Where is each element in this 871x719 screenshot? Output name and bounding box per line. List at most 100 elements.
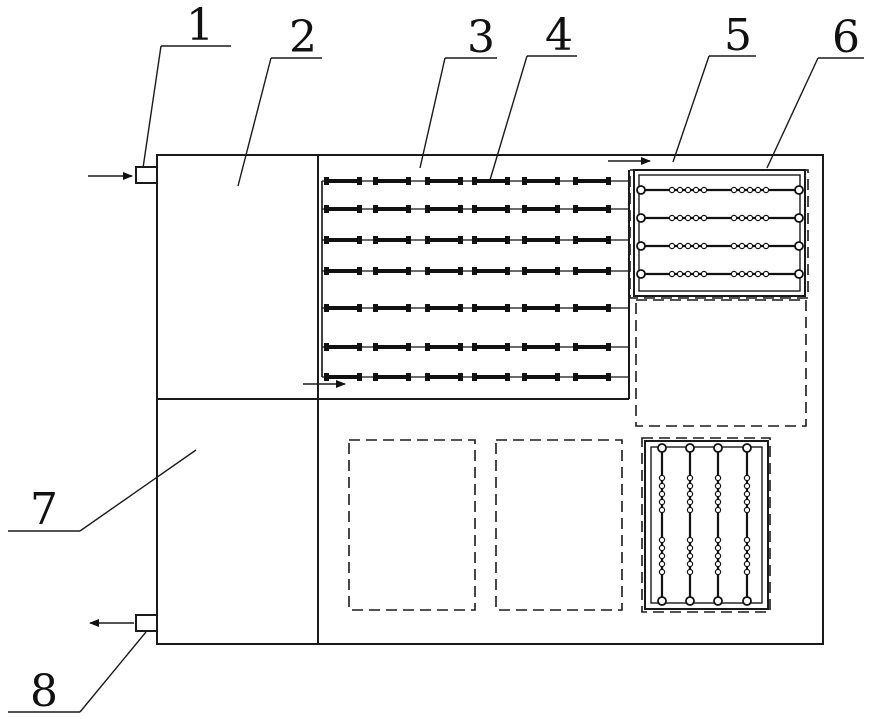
- membrane-bead: [754, 214, 762, 222]
- pipe-fitting: [324, 267, 329, 275]
- pipe-fitting: [522, 205, 527, 213]
- membrane-bead: [692, 186, 700, 194]
- pipe-fitting: [472, 267, 477, 275]
- pipe-fitting: [425, 343, 430, 351]
- empty-module-slot-3: [495, 439, 623, 611]
- membrane-bead: [743, 536, 751, 544]
- membrane-bead: [686, 560, 694, 568]
- membrane-bead: [658, 498, 666, 506]
- membrane-bead: [762, 214, 770, 222]
- pipe-fitting: [458, 373, 463, 381]
- membrane-bead: [658, 560, 666, 568]
- pipe-fitting: [505, 177, 510, 185]
- membrane-bead: [714, 498, 722, 506]
- pipe-fitting: [373, 373, 378, 381]
- pipe-fitting: [522, 343, 527, 351]
- pipe-fitting: [555, 343, 560, 351]
- membrane-bead: [738, 270, 746, 278]
- tube-end-cap: [794, 213, 804, 223]
- membrane-bead: [714, 552, 722, 560]
- pipe-fitting: [573, 236, 578, 244]
- membrane-bead: [754, 242, 762, 250]
- leader-7: [79, 449, 197, 532]
- pipe-fitting: [406, 177, 411, 185]
- pipe-fitting: [425, 177, 430, 185]
- empty-module-slot-2: [348, 439, 476, 611]
- membrane-bead: [686, 490, 694, 498]
- membrane-bead: [668, 242, 676, 250]
- pipe-fitting: [606, 304, 611, 312]
- horizontal-membrane-module: [636, 185, 804, 279]
- membrane-bead: [700, 214, 708, 222]
- pipe-fitting: [606, 343, 611, 351]
- membrane-bead: [684, 214, 692, 222]
- pipe-fitting: [458, 205, 463, 213]
- pipe-fitting: [458, 304, 463, 312]
- pipe-fitting: [324, 343, 329, 351]
- tube-end-cap: [636, 213, 646, 223]
- pipe-fitting: [555, 177, 560, 185]
- pipe-fitting: [357, 205, 362, 213]
- membrane-bead: [686, 536, 694, 544]
- pipe-fitting: [406, 373, 411, 381]
- membrane-bead: [668, 186, 676, 194]
- pipe-fitting: [357, 343, 362, 351]
- membrane-bead: [743, 552, 751, 560]
- leader-4: [489, 55, 528, 181]
- tube-end-cap: [713, 443, 723, 453]
- pipe-fitting: [324, 304, 329, 312]
- label-8: 8: [30, 666, 58, 717]
- pipe-fitting: [373, 267, 378, 275]
- pipe-fitting: [522, 177, 527, 185]
- pipe-fitting: [555, 267, 560, 275]
- pipe-fitting: [522, 304, 527, 312]
- pipe-fitting: [425, 373, 430, 381]
- tube-end-cap: [794, 185, 804, 195]
- pipe-fitting: [573, 373, 578, 381]
- membrane-bead: [658, 568, 666, 576]
- tube-end-cap: [636, 185, 646, 195]
- pipe-fitting: [373, 343, 378, 351]
- membrane-bead: [714, 568, 722, 576]
- membrane-bead: [754, 186, 762, 194]
- membrane-bead: [676, 242, 684, 250]
- membrane-bead: [686, 552, 694, 560]
- membrane-bead: [738, 214, 746, 222]
- tube-end-cap: [794, 269, 804, 279]
- pipe-fitting: [458, 343, 463, 351]
- membrane-bead: [684, 242, 692, 250]
- membrane-bead: [754, 270, 762, 278]
- membrane-bead: [686, 482, 694, 490]
- membrane-bead: [743, 490, 751, 498]
- pipe-fitting: [425, 236, 430, 244]
- pipe-fitting: [606, 236, 611, 244]
- aeration-pipe-array: [321, 177, 628, 381]
- pipe-fitting: [573, 177, 578, 185]
- membrane-module-frame-bottom: [644, 440, 769, 610]
- tube-end-cap: [657, 596, 667, 606]
- pipe-fitting: [373, 236, 378, 244]
- tube-end-cap: [657, 443, 667, 453]
- pipe-fitting: [324, 236, 329, 244]
- leader-lines: [8, 45, 864, 713]
- pipe-fitting: [606, 373, 611, 381]
- leader-5: [672, 55, 710, 163]
- membrane-bead: [714, 536, 722, 544]
- label-2: 2: [289, 12, 317, 63]
- membrane-bead: [692, 270, 700, 278]
- membrane-bead: [714, 560, 722, 568]
- membrane-bead: [700, 270, 708, 278]
- pipe-fitting: [555, 373, 560, 381]
- tube-end-cap: [636, 241, 646, 251]
- pipe-fitting: [606, 267, 611, 275]
- pipe-fitting: [573, 304, 578, 312]
- membrane-bead: [658, 544, 666, 552]
- pipe-fitting: [458, 236, 463, 244]
- membrane-bead: [658, 552, 666, 560]
- tube-end-cap: [685, 596, 695, 606]
- membrane-bead: [743, 474, 751, 482]
- tube-end-cap: [742, 596, 752, 606]
- pipe-fitting: [505, 205, 510, 213]
- pipe-fitting: [425, 205, 430, 213]
